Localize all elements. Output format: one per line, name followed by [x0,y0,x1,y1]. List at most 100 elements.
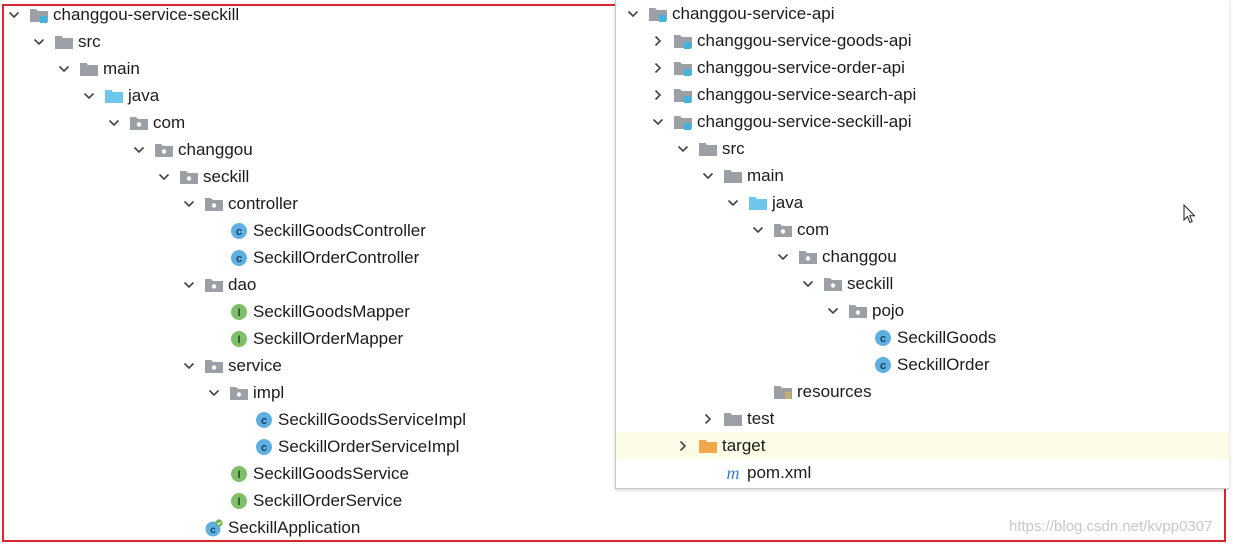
chevron-down-icon[interactable] [79,82,99,109]
chevron-down-icon[interactable] [154,163,174,190]
chevron-down-icon[interactable] [4,1,24,28]
right-tree-item-com[interactable]: com [616,216,1229,243]
chevron-down-icon[interactable] [104,109,124,136]
chevron-right-icon[interactable] [648,81,668,108]
left-tree-item-java[interactable]: java [0,82,615,109]
left-tree-item-changgou-service-seckill[interactable]: changgou-service-seckill [0,1,615,28]
excluded-folder-icon [698,436,718,456]
tree-item-label: SeckillOrderService [253,491,403,510]
tree-item-label: resources [797,382,872,401]
tree-item-label: SeckillApplication [228,518,361,537]
left-tree-item-seckill[interactable]: seckill [0,163,615,190]
right-tree-item-pojo[interactable]: pojo [616,297,1229,324]
right-tree-item-changgou-service-goods-api[interactable]: changgou-service-goods-api [616,27,1229,54]
left-tree-item-src[interactable]: src [0,28,615,55]
right-tree-item-java[interactable]: java [616,189,1229,216]
tree-item-label: dao [228,275,257,294]
chevron-down-icon[interactable] [204,379,224,406]
left-tree-item-controller[interactable]: controller [0,190,615,217]
module-folder-icon [673,112,693,132]
chevron-down-icon[interactable] [723,189,743,216]
chevron-down-icon[interactable] [673,135,693,162]
package-icon [229,383,249,403]
svg-text:c: c [880,360,886,372]
chevron-down-icon[interactable] [648,108,668,135]
chevron-down-icon[interactable] [129,136,149,163]
right-tree-item-seckill[interactable]: seckill [616,270,1229,297]
right-tree-item-changgou-service-search-api[interactable]: changgou-service-search-api [616,81,1229,108]
tree-item-label: changgou-service-seckill [53,5,240,24]
chevron-down-icon[interactable] [698,162,718,189]
chevron-right-icon[interactable] [673,432,693,459]
right-tree-item-changgou-service-order-api[interactable]: changgou-service-order-api [616,54,1229,81]
left-tree-item-changgou[interactable]: changgou [0,136,615,163]
tree-indent-spacer [204,460,224,487]
module-folder-icon [673,58,693,78]
tree-item-label: changgou [822,247,897,266]
tree-indent-spacer [229,406,249,433]
chevron-down-icon[interactable] [179,271,199,298]
class-icon: c [229,221,249,241]
svg-text:c: c [261,442,267,454]
right-tree-item-main[interactable]: main [616,162,1229,189]
maven-pom-icon: m [723,463,743,483]
right-tree-item-target[interactable]: target [616,432,1229,459]
chevron-down-icon[interactable] [29,28,49,55]
module-folder-icon [648,4,668,24]
tree-indent-spacer [179,514,199,541]
left-tree-item-impl[interactable]: impl [0,379,615,406]
left-tree-item-main[interactable]: main [0,55,615,82]
svg-text:I: I [237,496,240,508]
tree-indent-spacer [848,324,868,351]
package-icon [179,167,199,187]
tree-indent-spacer [204,298,224,325]
chevron-down-icon[interactable] [748,216,768,243]
module-folder-icon [29,5,49,25]
chevron-right-icon[interactable] [648,54,668,81]
svg-text:c: c [880,333,886,345]
module-folder-icon [673,85,693,105]
chevron-down-icon[interactable] [179,352,199,379]
svg-text:c: c [236,226,242,238]
folder-icon [698,139,718,159]
right-tree-item-changgou-service-seckill-api[interactable]: changgou-service-seckill-api [616,108,1229,135]
right-tree-item-test[interactable]: test [616,405,1229,432]
left-tree-item-service[interactable]: service [0,352,615,379]
left-tree-item-dao[interactable]: dao [0,271,615,298]
package-icon [798,247,818,267]
left-tree-item-com[interactable]: com [0,109,615,136]
package-icon [154,140,174,160]
chevron-down-icon[interactable] [798,270,818,297]
chevron-right-icon[interactable] [648,27,668,54]
left-tree-item-seckillorderservice[interactable]: I SeckillOrderService [0,487,615,514]
package-icon [823,274,843,294]
chevron-down-icon[interactable] [773,243,793,270]
right-tree-item-changgou-service-api[interactable]: changgou-service-api [616,0,1229,27]
right-tree-item-src[interactable]: src [616,135,1229,162]
tree-indent-spacer [204,217,224,244]
svg-text:I: I [237,469,240,481]
chevron-down-icon[interactable] [54,55,74,82]
tree-item-label: seckill [847,274,894,293]
watermark: https://blog.csdn.net/kvpp0307 [1009,518,1213,535]
chevron-down-icon[interactable] [179,190,199,217]
tree-item-label: controller [228,194,298,213]
right-tree-item-resources[interactable]: resources [616,378,1229,405]
chevron-down-icon[interactable] [823,297,843,324]
chevron-right-icon[interactable] [698,405,718,432]
tree-item-label: src [722,139,745,158]
right-tree-item-changgou[interactable]: changgou [616,243,1229,270]
chevron-down-icon[interactable] [623,0,643,27]
tree-item-label: SeckillOrderController [253,248,420,267]
